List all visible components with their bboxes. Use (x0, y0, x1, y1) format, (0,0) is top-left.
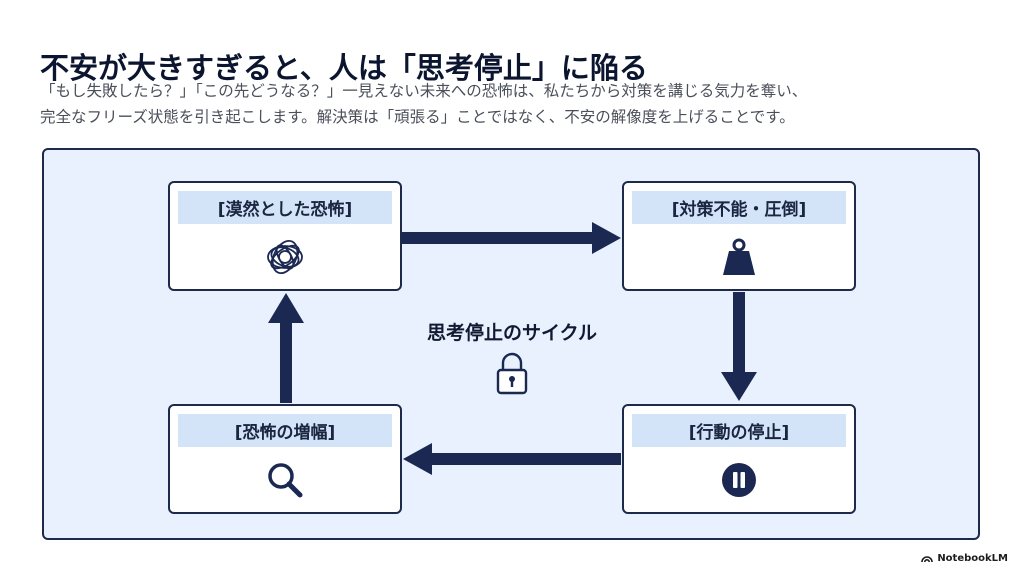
node-label-overwhelmed: [対策不能・圧倒] (632, 191, 846, 224)
node-label-vague-fear: [漠然とした恐怖] (178, 191, 392, 224)
slide-description: 「もし失敗したら？」「この先どうなる？」一見えない未来への恐怖は、私たちから対策… (40, 78, 807, 130)
node-label-fear-amplified: [恐怖の増幅] (178, 414, 392, 447)
magnifying-glass-icon (268, 463, 303, 498)
description-line-2: 完全なフリーズ状態を引き起こします。解決策は「頑張る」ことではなく、不安の解像度… (40, 108, 795, 126)
tangled-thread-icon (267, 240, 303, 274)
weight-icon (723, 238, 755, 275)
notebooklm-label: NotebookLM (937, 553, 1008, 564)
node-fear-amplified: [恐怖の増幅] (168, 404, 402, 514)
node-label-action-stop: [行動の停止] (632, 414, 846, 447)
description-line-1: 「もし失敗したら？」「この先どうなる？」一見えない未来への恐怖は、私たちから対策… (40, 82, 808, 100)
notebooklm-branding: NotebookLM (921, 553, 1008, 564)
cycle-label: 思考停止のサイクル (426, 322, 598, 344)
slide-title: 不安が大きすぎると、人は「思考停止」に陥る (40, 51, 648, 86)
notebooklm-logo-icon (921, 556, 934, 563)
node-overwhelmed: [対策不能・圧倒] (622, 181, 856, 291)
lock-icon (496, 352, 528, 395)
node-action-stop: [行動の停止] (622, 404, 856, 514)
pause-icon (722, 463, 756, 497)
node-vague-fear: [漠然とした恐怖] (168, 181, 402, 291)
